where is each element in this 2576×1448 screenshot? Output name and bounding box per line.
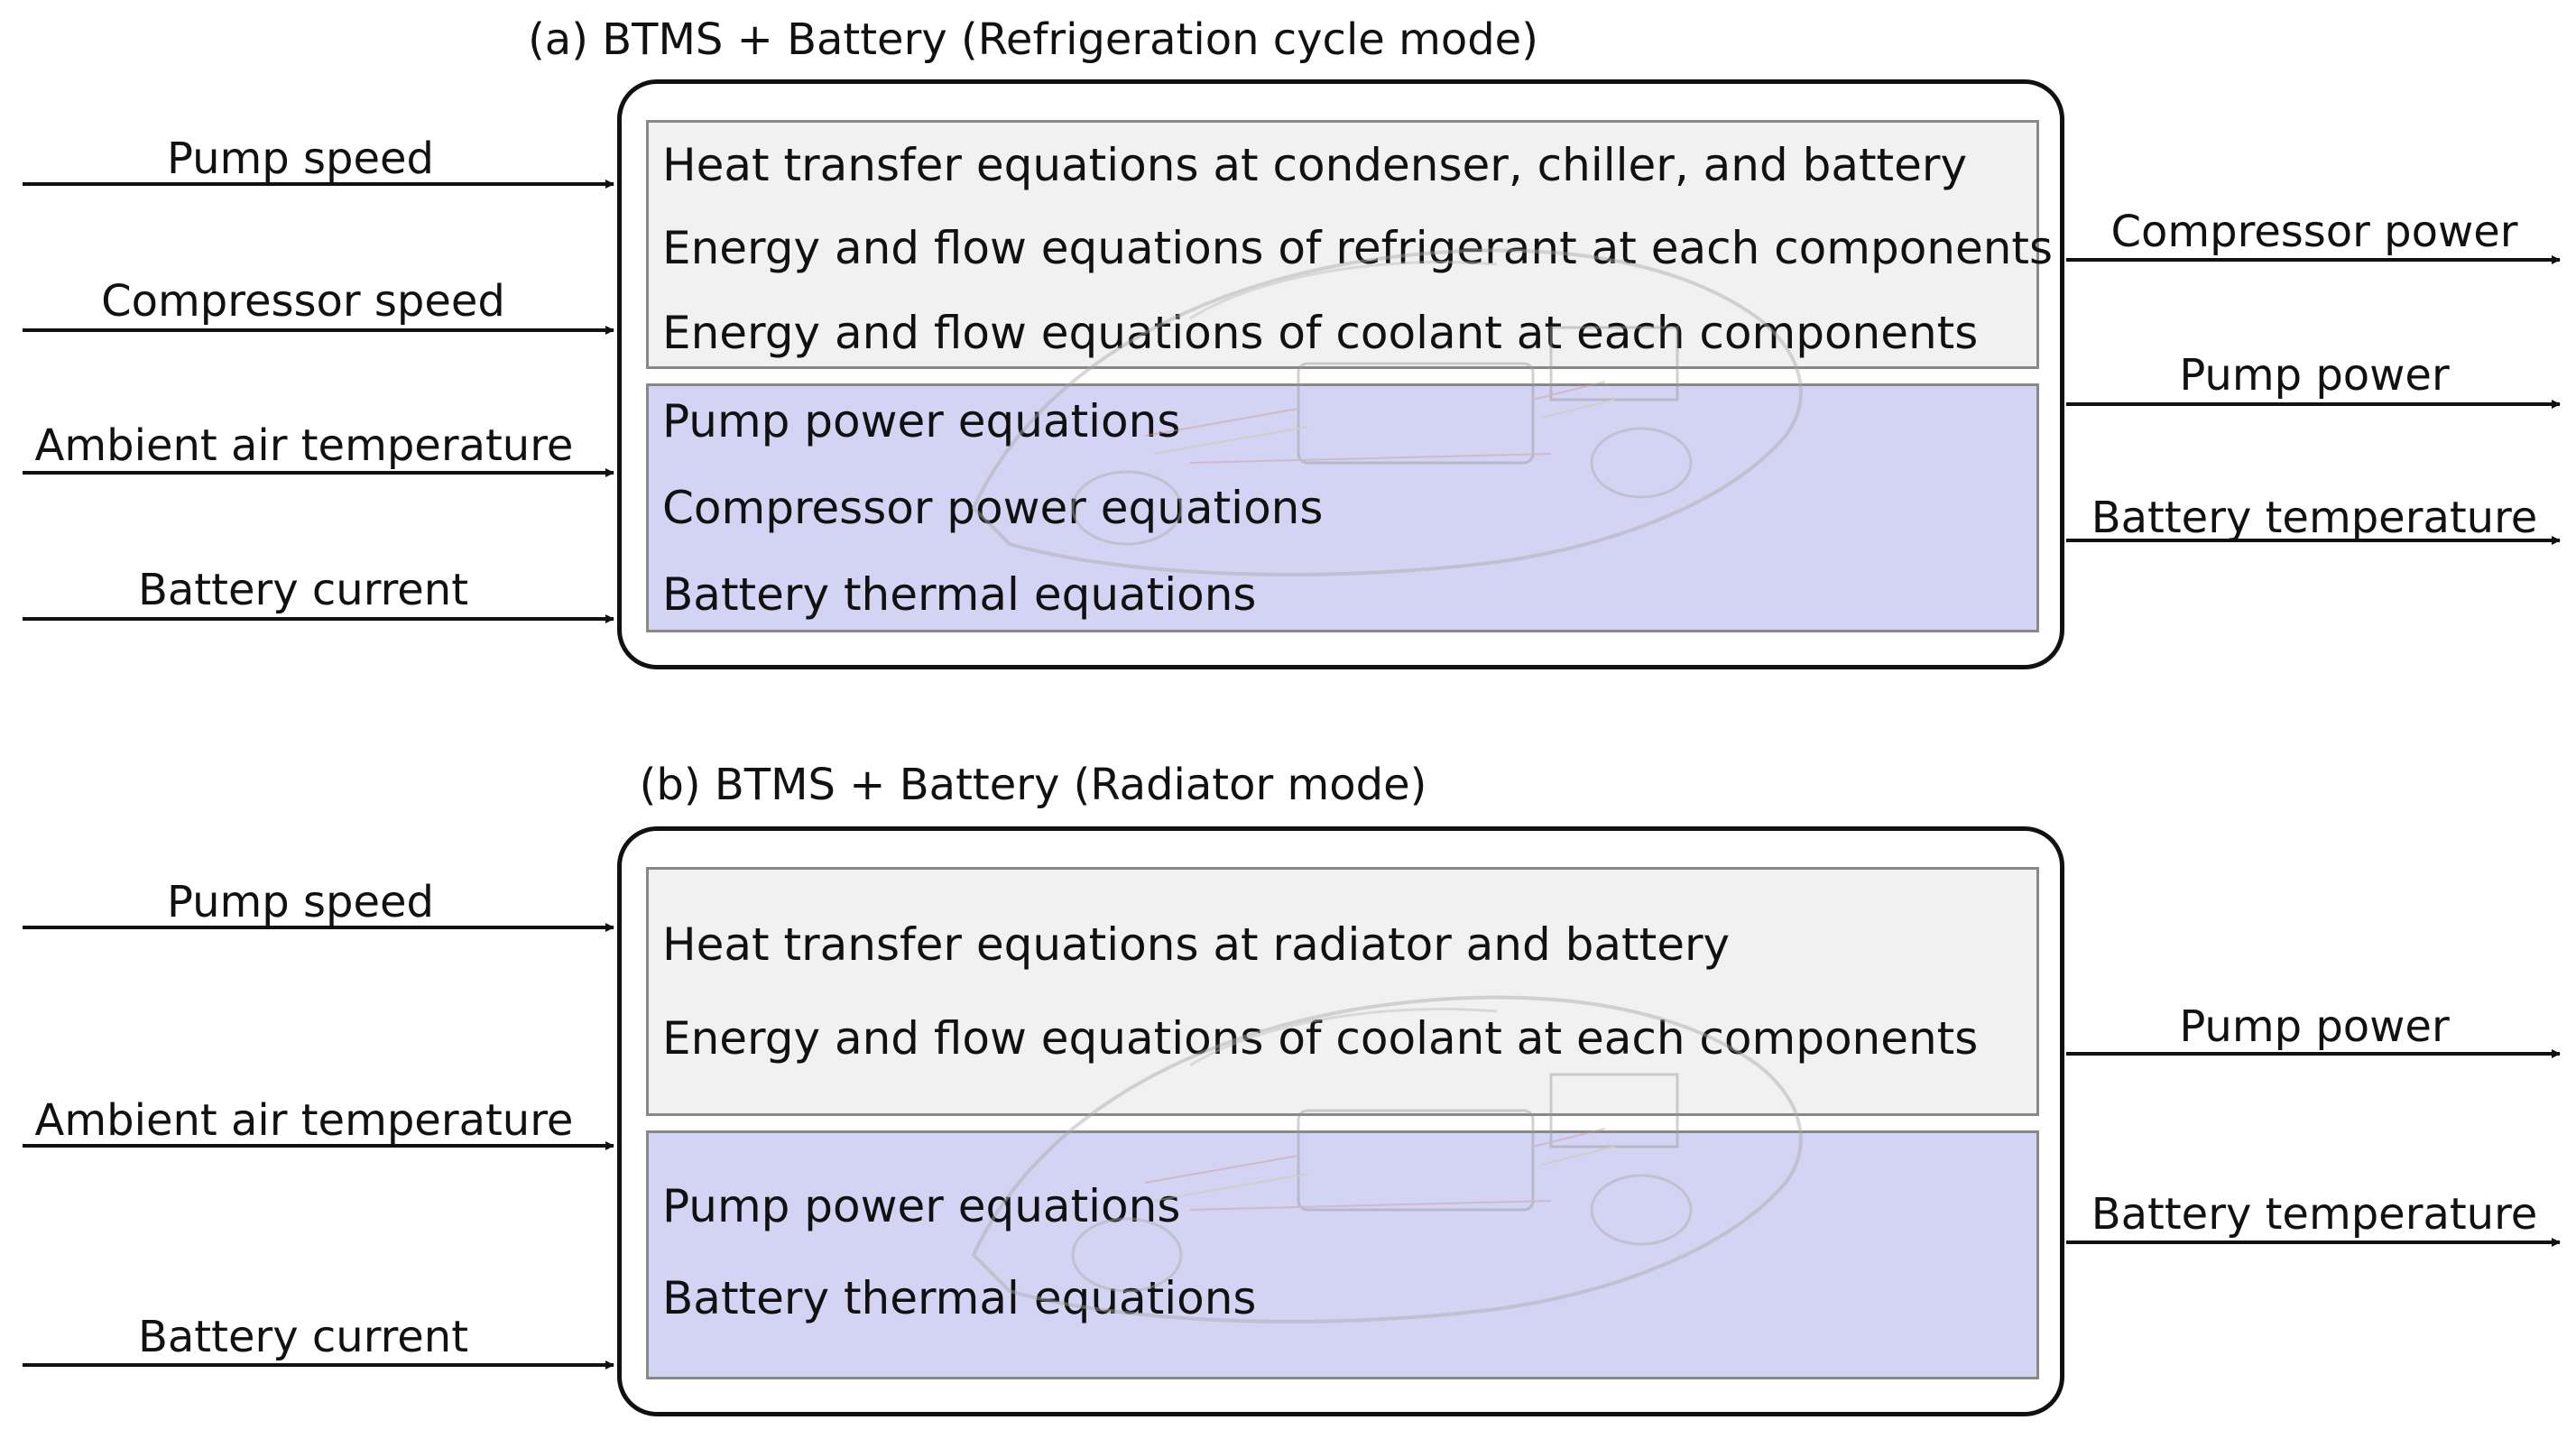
panel-a-title: (a) BTMS + Battery (Refrigeration cycle …: [528, 14, 1538, 65]
panel-a-input-label-4: Battery current: [137, 565, 469, 615]
panel-a-output-label-1: Compressor power: [2110, 207, 2518, 257]
panel-b-input-label-2: Ambient air temperature: [34, 1095, 574, 1146]
panel-a-blue-box: Pump power equations Compressor power eq…: [646, 383, 2039, 632]
panel-b-gray-eq-2: Energy and flow equations of coolant at …: [662, 1012, 1979, 1065]
panel-a-blue-eq-3: Battery thermal equations: [662, 568, 1257, 621]
panel-a-gray-box: Heat transfer equations at condenser, ch…: [646, 120, 2053, 369]
panel-a-input-label-1: Pump speed: [166, 134, 435, 184]
panel-b-blue-eq-2: Battery thermal equations: [662, 1272, 1257, 1324]
panel-a-output-label-2: Pump power: [2179, 350, 2450, 401]
panel-b-frame: Heat transfer equations at radiator and …: [617, 826, 2064, 1416]
panel-b-output-label-2: Battery temperature: [2091, 1189, 2538, 1240]
panel-a-gray-eq-1: Heat transfer equations at condenser, ch…: [662, 139, 1968, 191]
panel-a-input-label-3: Ambient air temperature: [34, 420, 574, 471]
panel-a-gray-eq-2: Energy and flow equations of refrigerant…: [662, 222, 2054, 274]
panel-b-blue-box: Pump power equations Battery thermal equ…: [646, 1130, 2039, 1379]
panel-a-output-label-3: Battery temperature: [2091, 493, 2538, 543]
panel-b-output-label-1: Pump power: [2179, 1001, 2450, 1052]
panel-b-title: (b) BTMS + Battery (Radiator mode): [639, 760, 1427, 810]
panel-a-input-label-2: Compressor speed: [101, 276, 505, 327]
panel-a-blue-eq-2: Compressor power equations: [662, 482, 1324, 534]
panel-b-gray-eq-1: Heat transfer equations at radiator and …: [662, 918, 1731, 971]
panel-a-frame: Heat transfer equations at condenser, ch…: [617, 79, 2064, 669]
panel-b-blue-eq-1: Pump power equations: [662, 1180, 1181, 1232]
panel-b-gray-box: Heat transfer equations at radiator and …: [646, 867, 2039, 1116]
panel-a-gray-eq-3: Energy and flow equations of coolant at …: [662, 307, 1979, 359]
panel-b-input-label-1: Pump speed: [166, 877, 435, 927]
panel-b-input-label-3: Battery current: [137, 1312, 469, 1362]
panel-a-blue-eq-1: Pump power equations: [662, 395, 1181, 447]
